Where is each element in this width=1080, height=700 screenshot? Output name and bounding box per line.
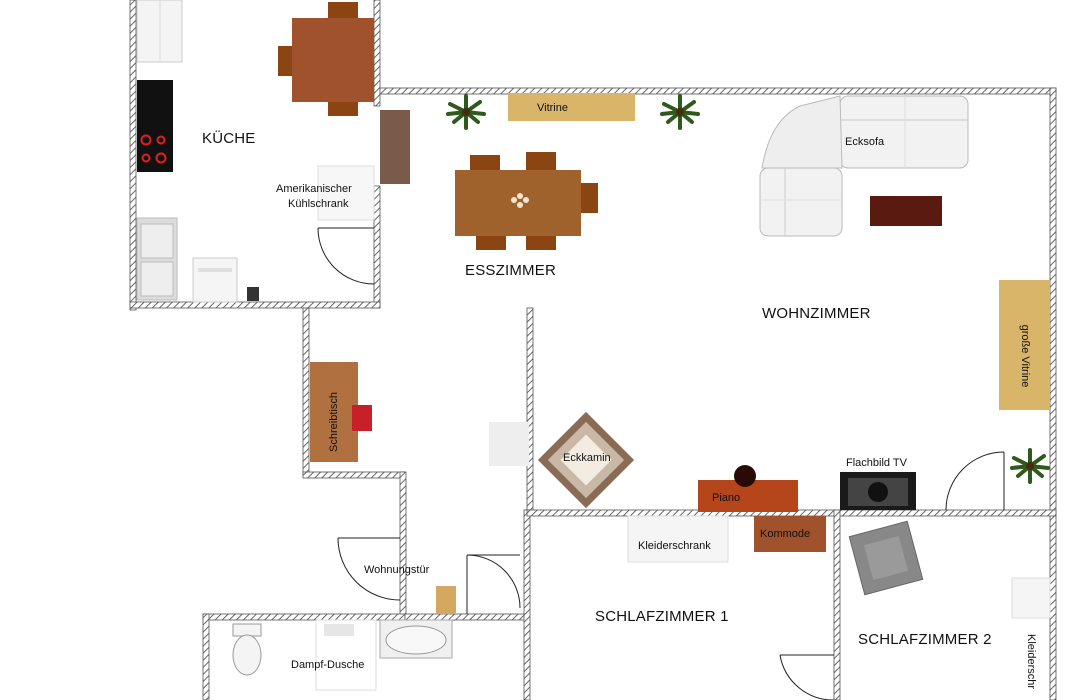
corner-sofa [759, 95, 969, 237]
room-label-kitchen: KÜCHE [202, 130, 256, 147]
kitchen-furniture [136, 0, 375, 303]
desk [310, 362, 358, 462]
stove-burner [155, 152, 167, 164]
doors [317, 227, 1005, 700]
wall-hall-left [302, 307, 310, 477]
dresser [754, 516, 826, 552]
wall-divider [526, 307, 534, 515]
plant-icon [1010, 448, 1050, 484]
room-label-bedroom1: SCHLAFZIMMER 1 [595, 608, 729, 625]
wall-bed1-left [523, 509, 531, 700]
trash-can-icon [247, 287, 259, 301]
label-ecksofa: Ecksofa [845, 136, 885, 148]
wall-panel [489, 422, 529, 466]
door-kitchen[interactable] [317, 227, 375, 285]
vitrine [508, 93, 635, 121]
wall-bath-left [202, 613, 210, 700]
hall-furniture [310, 362, 456, 614]
wall-bedroom-divider [833, 509, 841, 700]
wall-bath-top [202, 613, 406, 621]
wall-hall-step [302, 471, 406, 479]
room-label-living: WOHNZIMMER [762, 305, 871, 322]
kitchen-table [278, 2, 374, 116]
coffee-table [870, 196, 942, 226]
dining-furniture [380, 93, 700, 250]
room-label-dining: ESSZIMMER [465, 262, 556, 279]
bathroom-furniture [232, 619, 453, 691]
label-eckkamin: Eckkamin [563, 452, 611, 464]
label-kleiderschrank-2: Kleiderschr [1025, 634, 1037, 690]
dining-table [455, 152, 598, 250]
door-living-right[interactable] [945, 451, 1005, 511]
door-entrance[interactable] [337, 537, 401, 601]
door-bedroom1[interactable] [779, 654, 834, 700]
wall-kitchen-right-lower [373, 185, 381, 309]
sink-icon [379, 619, 453, 659]
stove-burner [140, 134, 152, 146]
label-kleiderschrank: Kleiderschrank [638, 540, 711, 552]
dishwasher-icon [192, 257, 238, 303]
label-fridge-line2: Kühlschrank [288, 198, 349, 210]
living-furniture [489, 95, 1050, 552]
centerpiece-icon [511, 193, 529, 208]
label-dampf-dusche: Dampf-Dusche [291, 659, 365, 671]
toilet-icon [232, 623, 262, 676]
wall-top [379, 87, 1057, 95]
wardrobe-2 [1011, 577, 1051, 619]
stove-burner [156, 135, 166, 145]
door-bathroom[interactable] [466, 554, 521, 614]
wardrobe [627, 515, 729, 563]
wall-kitchen-bottom [129, 301, 381, 309]
oven-icon [137, 80, 173, 126]
wall-hall-inner [399, 471, 407, 621]
wall-bath-top-right [404, 613, 528, 621]
bedroom-furniture [627, 515, 1051, 619]
label-grosse-vitrine: große Vitrine [1019, 324, 1031, 388]
wall-kitchen-right-upper [373, 0, 381, 107]
label-schreibtisch: Schreibtisch [328, 392, 340, 452]
label-kommode: Kommode [760, 528, 811, 540]
stove-burner [141, 153, 151, 163]
room-label-bedroom2: SCHLAFZIMMER 2 [858, 631, 992, 648]
shoe-cabinet [436, 586, 456, 614]
label-fridge-line1: Amerikanischer [276, 183, 352, 195]
sideboard [380, 110, 410, 184]
label-flachbild-tv: Flachbild TV [846, 457, 907, 469]
large-vitrine [999, 280, 1050, 410]
desk-chair [352, 405, 372, 431]
label-piano: Piano [712, 492, 741, 504]
fridge-icon [317, 165, 375, 221]
piano-stool [734, 465, 756, 487]
label-wohnungstuer: Wohnungstür [364, 564, 430, 576]
wall-right [1049, 87, 1057, 700]
plant-icon [446, 94, 486, 130]
stove-icon [137, 126, 173, 172]
wall-kitchen-left [129, 0, 137, 311]
plant-icon [660, 94, 700, 130]
label-vitrine: Vitrine [537, 102, 568, 114]
corner-fireplace [537, 411, 635, 509]
